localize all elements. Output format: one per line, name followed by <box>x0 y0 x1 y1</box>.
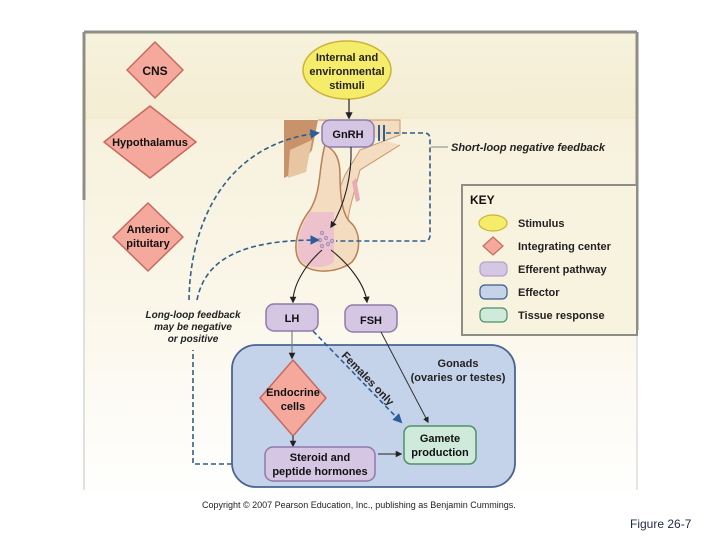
key-effector-swatch <box>479 284 508 300</box>
steroid-label-1: Steroid and <box>290 452 351 464</box>
lh-label: LH <box>285 313 300 325</box>
fsh-label: FSH <box>360 315 382 327</box>
gonads-label-1: Gonads <box>438 358 479 370</box>
long-loop-label-2: may be negative <box>154 322 232 333</box>
key-tissue-swatch <box>479 307 508 323</box>
long-loop-to-pituitary <box>196 235 320 301</box>
key-item-effector: Effector <box>518 287 560 299</box>
stimulus-node: Internal and environmental stimuli <box>302 40 392 100</box>
arrow-fsh-to-gamete <box>380 331 429 424</box>
hypothalamus-node: Hypothalamus <box>103 105 197 179</box>
gamete-label-1: Gamete <box>420 433 460 445</box>
anterior-pituitary-label-2: pituitary <box>126 238 170 250</box>
stimulus-label-2: environmental <box>309 66 384 78</box>
key-legend: KEY Stimulus Integrating center Efferent… <box>461 184 638 336</box>
hypothalamus-label: Hypothalamus <box>112 137 188 149</box>
endocrine-cells-node: Endocrine cells <box>259 359 327 437</box>
gnrh-node: GnRH <box>321 119 375 148</box>
key-item-tissue: Tissue response <box>518 310 605 322</box>
steroid-hormones-node: Steroid and peptide hormones <box>264 446 376 482</box>
endocrine-label-1: Endocrine <box>266 387 320 399</box>
short-loop-feedback-line <box>336 132 431 242</box>
gamete-label-2: production <box>411 447 469 459</box>
key-item-stimulus: Stimulus <box>518 218 564 230</box>
short-loop-label: Short-loop negative feedback <box>451 142 606 154</box>
arrow-pituitary-to-lh <box>289 249 323 304</box>
secretory-granules <box>317 230 335 249</box>
gonads-label-2: (ovaries or testes) <box>411 372 506 384</box>
cns-node: CNS <box>126 41 184 99</box>
fsh-node: FSH <box>344 304 398 333</box>
key-integrating-swatch <box>482 236 504 256</box>
key-item-integrating: Integrating center <box>518 241 612 253</box>
arrow-gnrh-to-pituitary <box>330 146 352 229</box>
figure-label: Figure 26-7 <box>630 517 692 531</box>
long-loop-to-hypothalamus <box>188 129 320 301</box>
gnrh-label: GnRH <box>332 129 363 141</box>
arrow-pituitary-to-fsh <box>330 249 370 304</box>
long-loop-label-1: Long-loop feedback <box>146 310 241 321</box>
key-stimulus-swatch <box>478 214 508 232</box>
stimulus-label-3: stimuli <box>329 80 364 92</box>
anterior-pituitary-label-1: Anterior <box>127 224 171 236</box>
gamete-production-node: Gamete production <box>403 425 477 465</box>
key-item-efferent: Efferent pathway <box>518 264 608 276</box>
lh-node: LH <box>265 303 319 332</box>
key-efferent-swatch <box>479 261 508 277</box>
arrow-lh-females-only <box>312 330 403 424</box>
anterior-pituitary-node: Anterior pituitary <box>112 202 184 272</box>
inhibition-bars-icon <box>378 125 385 141</box>
key-title: KEY <box>470 193 495 207</box>
cns-label: CNS <box>142 64 167 78</box>
stimulus-label-1: Internal and <box>316 52 378 64</box>
copyright-text: Copyright © 2007 Pearson Education, Inc.… <box>202 500 516 510</box>
long-loop-label-3: or positive <box>168 334 219 345</box>
endocrine-label-2: cells <box>281 401 305 413</box>
long-loop-return-line <box>192 350 264 465</box>
steroid-label-2: peptide hormones <box>272 466 367 478</box>
